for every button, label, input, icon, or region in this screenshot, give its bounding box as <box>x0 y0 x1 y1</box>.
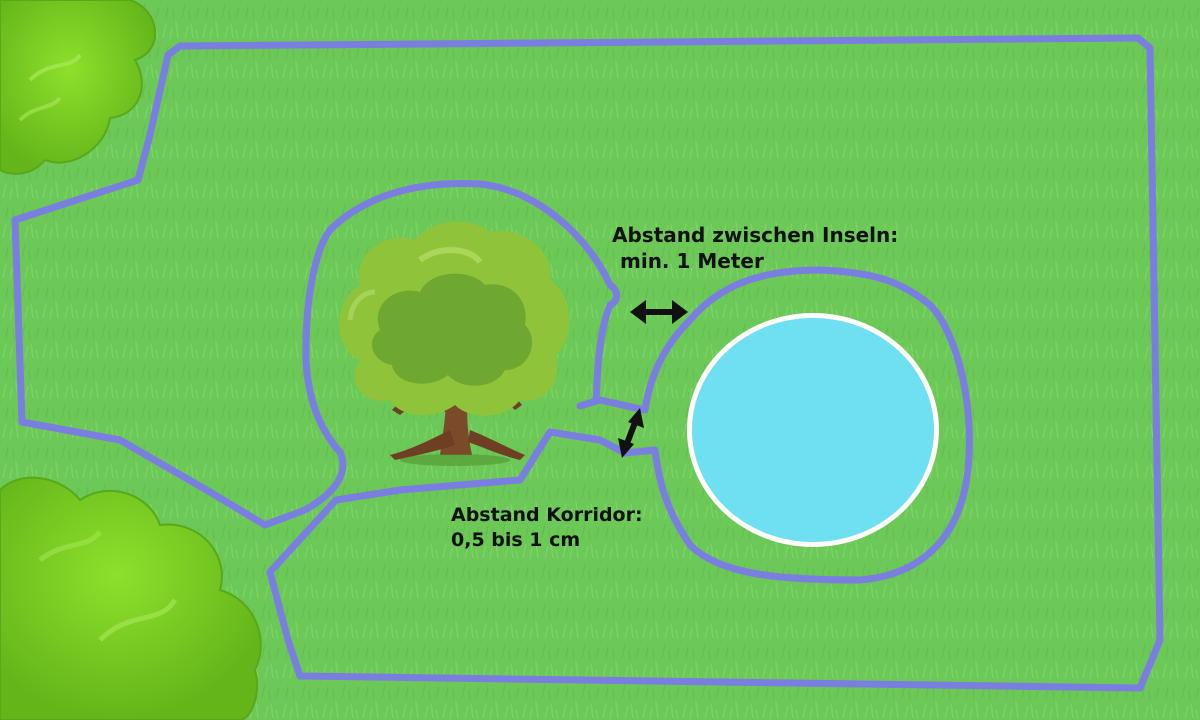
island-distance-arrow <box>630 300 688 324</box>
bush-top-left <box>0 0 157 175</box>
island-distance-title: Abstand zwischen Inseln: <box>612 223 899 247</box>
corridor-distance-title: Abstand Korridor: <box>451 504 643 526</box>
corridor-distance-arrow <box>618 408 644 458</box>
island-distance-value: min. 1 Meter <box>620 249 764 273</box>
corridor-distance-label: Abstand Korridor: 0,5 bis 1 cm <box>451 503 643 553</box>
island-distance-label: Abstand zwischen Inseln: min. 1 Meter <box>612 222 898 274</box>
boundary-wire-outer <box>11 34 1164 692</box>
tree <box>339 221 570 466</box>
bush-bottom-left <box>0 476 262 720</box>
corridor-distance-value: 0,5 bis 1 cm <box>451 529 581 551</box>
pond <box>687 313 939 547</box>
